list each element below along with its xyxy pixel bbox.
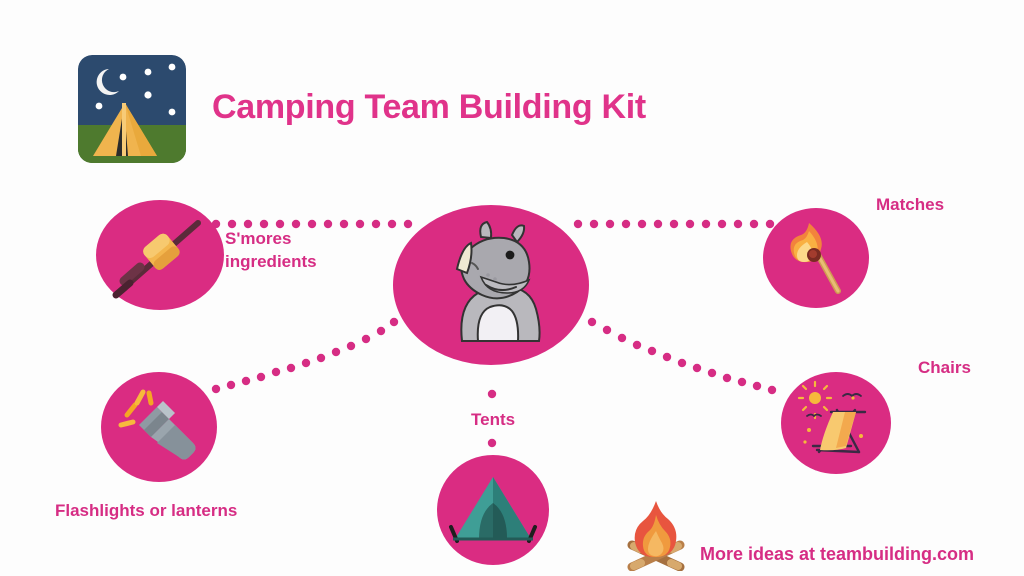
node-smores[interactable] <box>96 200 224 310</box>
center-node-rhino[interactable] <box>393 205 589 365</box>
footer: More ideas at teambuilding.com <box>620 497 974 571</box>
campfire-icon <box>627 501 685 571</box>
tent-icon <box>449 477 537 543</box>
node-chairs[interactable] <box>781 372 891 474</box>
label-flashlights: Flashlights or lanterns <box>55 501 238 520</box>
connector-smores <box>211 219 413 229</box>
node-matches[interactable] <box>763 208 869 308</box>
page-title: Camping Team Building Kit <box>212 88 646 126</box>
connector-flashlights <box>211 317 399 394</box>
marshmallow-on-stick-icon <box>112 220 201 299</box>
label-matches: Matches <box>876 195 945 214</box>
connector-matches <box>573 219 775 229</box>
lit-match-icon <box>790 223 841 294</box>
header: Camping Team Building Kit <box>78 55 646 163</box>
camping-tent-night-icon <box>78 55 186 163</box>
label-smores: S'mores ingredients <box>225 229 317 271</box>
label-tents: Tents <box>471 410 516 429</box>
connector-chairs <box>587 317 777 395</box>
flashlight-icon <box>118 389 196 460</box>
footer-text: More ideas at teambuilding.com <box>700 544 975 564</box>
node-flashlights[interactable] <box>101 372 217 482</box>
rhino-mascot-icon <box>455 220 541 342</box>
deck-chair-icon <box>797 380 867 454</box>
node-tents[interactable] <box>437 455 549 565</box>
label-chairs: Chairs <box>918 358 971 377</box>
